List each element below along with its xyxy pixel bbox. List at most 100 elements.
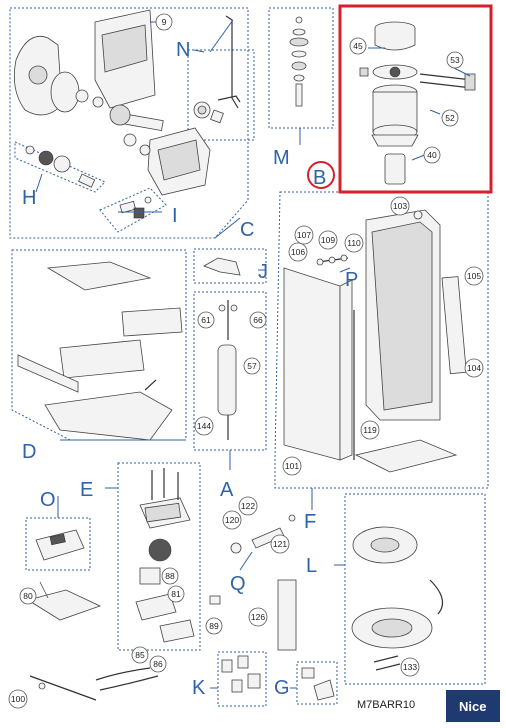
group-label-h: H	[22, 187, 36, 209]
caps-g	[301, 667, 335, 701]
group-b-ring	[307, 161, 335, 189]
group-g-frame	[296, 661, 338, 705]
svg-text:85: 85	[135, 650, 145, 660]
group-label-f: F	[304, 511, 316, 533]
svg-text:88: 88	[165, 571, 175, 581]
cable-set	[29, 667, 159, 701]
encoder-assembly	[351, 526, 444, 671]
model-code: M7BARR10	[357, 699, 415, 711]
svg-text:101: 101	[285, 461, 299, 471]
callout-57: 57	[243, 357, 261, 375]
highlighted-group-b-box[interactable]	[338, 4, 493, 194]
group-label-b: B	[313, 167, 326, 189]
svg-text:61: 61	[201, 315, 211, 325]
callout-109: 109	[318, 230, 338, 250]
callout-106: 106	[288, 242, 308, 262]
callout-107: 107	[294, 225, 314, 245]
base-bracket	[27, 581, 102, 621]
motor-assembly	[359, 21, 476, 185]
group-j-frame	[193, 248, 267, 284]
release-lever	[193, 15, 241, 124]
brand-logo: Nice	[459, 699, 486, 714]
bracket-part	[203, 257, 241, 276]
group-label-e: E	[80, 479, 93, 501]
svg-text:110: 110	[347, 238, 361, 248]
group-m-frame	[268, 7, 334, 129]
limit-switch-assembly	[119, 196, 152, 219]
svg-text:81: 81	[171, 589, 181, 599]
callout-104: 104	[464, 358, 484, 378]
callout-126: 126	[248, 607, 268, 627]
callout-81: 81	[167, 585, 185, 603]
svg-text:86: 86	[153, 659, 163, 669]
callout-53: 53	[446, 51, 464, 69]
svg-text:105: 105	[467, 271, 481, 281]
post-126	[277, 579, 297, 651]
callout-121: 121	[270, 534, 290, 554]
spring-assembly	[217, 300, 238, 440]
group-label-m: M	[273, 147, 290, 169]
callout-45: 45	[349, 37, 367, 55]
svg-text:89: 89	[209, 621, 219, 631]
callout-103: 103	[390, 196, 410, 216]
svg-text:119: 119	[363, 425, 377, 435]
group-k-frame	[217, 651, 267, 707]
screws-p	[316, 254, 349, 266]
svg-text:126: 126	[251, 612, 265, 622]
group-label-o: O	[40, 489, 56, 511]
svg-text:104: 104	[467, 363, 481, 373]
group-label-g: G	[274, 677, 290, 699]
group-e-frame	[117, 462, 201, 651]
shaft-and-washers	[289, 16, 309, 107]
callout-105: 105	[464, 266, 484, 286]
group-label-d: D	[22, 441, 36, 463]
clips-k	[221, 655, 261, 693]
callout-101: 101	[282, 456, 302, 476]
callout-89: 89	[205, 617, 223, 635]
group-h-frame	[14, 141, 106, 193]
group-label-n: N	[176, 39, 190, 61]
group-label-i: I	[172, 205, 178, 227]
callout-100: 100	[8, 689, 28, 709]
callout-85: 85	[131, 646, 149, 664]
fuse-89	[209, 595, 221, 605]
svg-text:122: 122	[241, 501, 255, 511]
callout-120: 120	[222, 510, 242, 530]
callout-110: 110	[344, 233, 364, 253]
group-i-frame	[99, 187, 167, 233]
svg-text:133: 133	[403, 662, 417, 672]
group-label-p: P	[345, 269, 358, 291]
cover-assembly	[17, 261, 183, 441]
group-label-a: A	[220, 479, 234, 501]
svg-text:103: 103	[393, 201, 407, 211]
svg-text:53: 53	[450, 55, 460, 65]
release-key-assembly	[230, 514, 296, 554]
svg-text:9: 9	[162, 17, 167, 27]
svg-text:120: 120	[225, 515, 239, 525]
svg-text:106: 106	[291, 247, 305, 257]
brand-logo-box	[446, 690, 500, 722]
callout-88: 88	[161, 567, 179, 585]
svg-text:144: 144	[197, 421, 211, 431]
callout-9: 9	[155, 13, 173, 31]
receiver-board	[35, 529, 85, 561]
svg-text:66: 66	[253, 315, 263, 325]
group-label-j: J	[258, 261, 268, 283]
callout-80: 80	[19, 587, 37, 605]
gearmotor-assembly	[13, 9, 211, 196]
svg-text:52: 52	[445, 113, 455, 123]
group-l-frame	[344, 493, 486, 685]
svg-text:109: 109	[321, 235, 335, 245]
svg-text:121: 121	[273, 539, 287, 549]
callout-61: 61	[197, 311, 215, 329]
svg-text:107: 107	[297, 230, 311, 240]
callout-86: 86	[149, 655, 167, 673]
callout-122: 122	[238, 496, 258, 516]
group-label-k: K	[192, 677, 206, 699]
control-unit-assembly	[135, 468, 195, 643]
svg-text:45: 45	[353, 41, 363, 51]
svg-text:100: 100	[11, 694, 25, 704]
callout-133: 133	[400, 657, 420, 677]
cabinet-assembly	[283, 209, 467, 473]
